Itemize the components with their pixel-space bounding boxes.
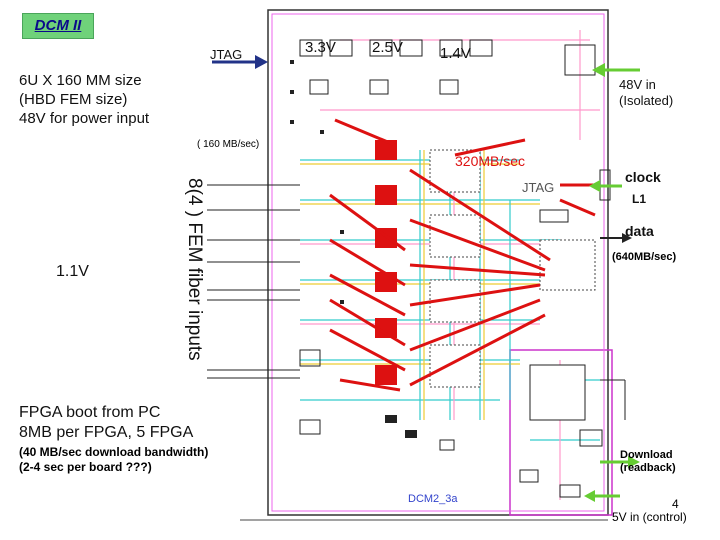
l1-label: L1: [632, 192, 647, 206]
download-arrow: [600, 456, 640, 468]
fiber-input-lines: [207, 184, 300, 379]
voltage-1v1-label: 1.1V: [56, 263, 89, 280]
data-label: data: [625, 223, 654, 239]
rate-160-label: ( 160 MB/sec): [197, 139, 260, 150]
download-line-1: Download: [620, 449, 673, 461]
download-label: Download (readback): [620, 449, 676, 475]
download-line-2: (readback): [620, 462, 676, 474]
jtag-label: JTAG: [210, 47, 243, 62]
size-description: 6U X 160 MM size (HBD FEM size) 48V for …: [19, 71, 149, 128]
label-jtag-mid: JTAG: [522, 180, 554, 195]
clock-arrow: [589, 180, 622, 192]
power-48v-arrow: [592, 63, 640, 77]
boot-description: FPGA boot from PC 8MB per FPGA, 5 FPGA: [19, 403, 193, 443]
power-48v-line-2: (Isolated): [619, 93, 674, 108]
clock-label: clock: [625, 169, 661, 185]
fiber-inputs-label: 8(4 ) FEM fiber inputs: [184, 178, 205, 361]
board-name-label: DCM2_3a: [408, 493, 458, 505]
boot-bandwidth: (40 MB/sec download bandwidth) (2-4 sec …: [19, 445, 208, 475]
page-title: DCM II: [22, 13, 94, 39]
control-section-outline: [509, 349, 613, 516]
boot-line-3: (40 MB/sec download bandwidth): [19, 445, 209, 459]
data-arrow: [600, 233, 632, 243]
size-line-1: 6U X 160 MM size: [19, 72, 142, 89]
label-1v4: 1.4V: [440, 45, 471, 62]
control-5v-label: 5V in (control): [612, 510, 687, 524]
label-320mbsec: 320MB/sec: [455, 153, 525, 169]
size-line-2: (HBD FEM size): [19, 91, 128, 108]
power-48v-label: 48V in (Isolated): [619, 77, 673, 109]
label-2v5: 2.5V: [372, 39, 403, 56]
regulator-blocks: [299, 39, 596, 95]
control-5v-arrow: [584, 490, 620, 502]
boot-line-2: 8MB per FPGA, 5 FPGA: [19, 424, 194, 441]
boot-line-1: FPGA boot from PC: [19, 404, 161, 421]
jtag-arrow: [212, 55, 268, 69]
red-pointer-arrows: [329, 118, 596, 392]
power-48v-line-1: 48V in: [619, 77, 656, 92]
boot-line-4: (2-4 sec per board ???): [19, 460, 152, 474]
rate-640-label: (640MB/sec): [612, 251, 677, 263]
page-number: 4: [672, 497, 679, 511]
label-3v3: 3.3V: [305, 39, 336, 56]
size-line-3: 48V for power input: [19, 110, 150, 127]
